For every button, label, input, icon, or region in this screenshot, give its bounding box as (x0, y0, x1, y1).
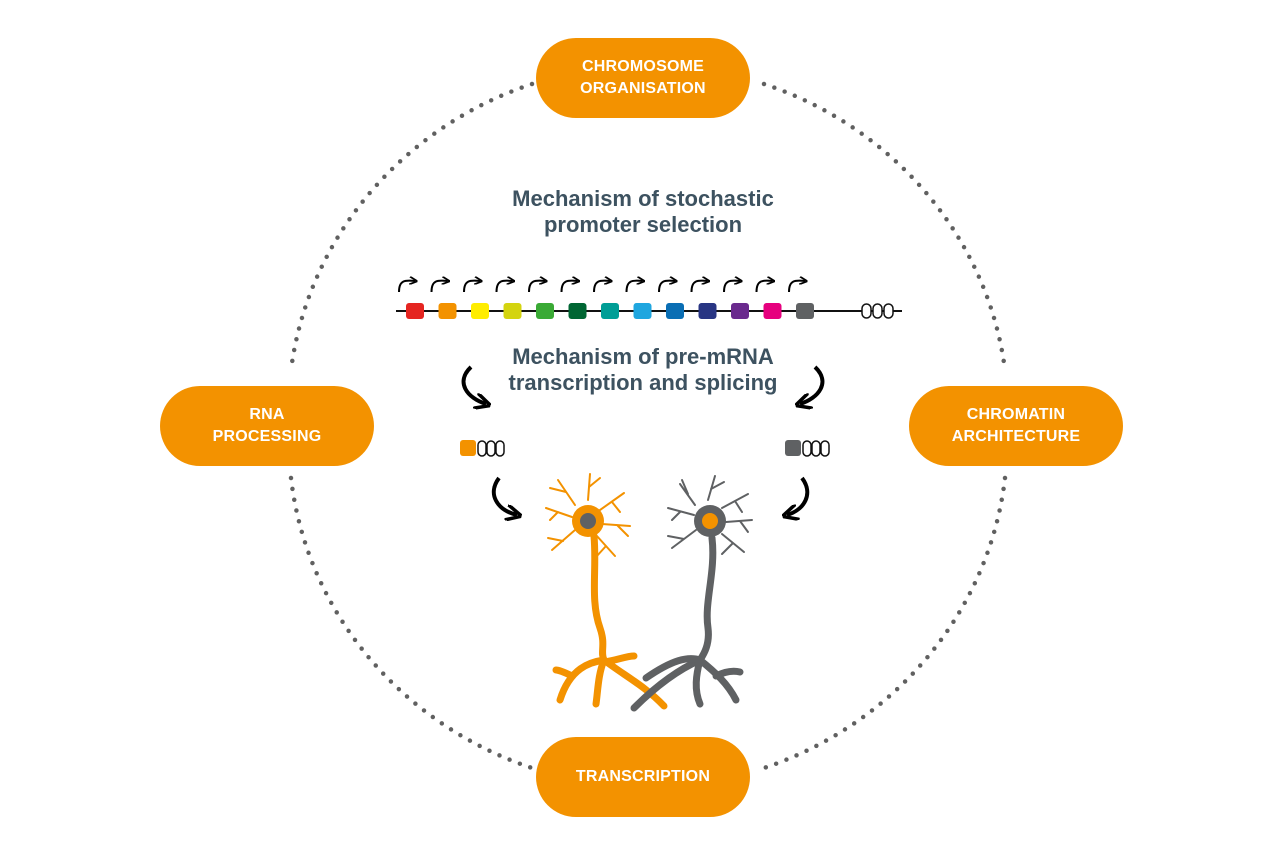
exon-box (406, 303, 424, 319)
exon-box (438, 303, 457, 319)
promoter-arrow-icon (593, 281, 610, 293)
exon-box (731, 303, 749, 319)
exon-box (471, 303, 489, 319)
heading-promoter-selection: Mechanism of stochastic promoter selecti… (443, 186, 843, 238)
node-label-line: ARCHITECTURE (951, 428, 1081, 445)
heading-line: promoter selection (543, 212, 743, 237)
promoter-arrow-icon (658, 281, 675, 293)
promoter-arrow-icon (723, 281, 740, 293)
transcript-gray (785, 440, 830, 457)
exon-box (536, 303, 554, 319)
exon-box (796, 303, 814, 319)
gene-track (396, 281, 902, 319)
promoter-arrow-icon (788, 281, 805, 293)
node-rna-processing: RNA PROCESSING (160, 386, 374, 466)
neuron-icon (630, 475, 753, 712)
node-chromatin-architecture: CHROMATIN ARCHITECTURE (909, 386, 1123, 466)
curved-arrow-icon (461, 365, 825, 515)
promoter-arrow-icon (560, 281, 578, 293)
promoter-arrow-icon (528, 281, 545, 293)
heading-line: Mechanism of stochastic (512, 186, 774, 211)
exon-box (698, 303, 717, 319)
node-transcription: TRANSCRIPTION (536, 737, 750, 817)
promoter-arrow-icon (690, 281, 708, 293)
exon-box (601, 303, 619, 319)
node-label-line: RNA (249, 406, 285, 423)
neuron-icon (545, 473, 668, 710)
transcript-orange (460, 440, 505, 457)
exon-box (633, 303, 652, 319)
node-label-line: TRANSCRIPTION (575, 768, 711, 785)
heading-transcription-splicing: Mechanism of pre-mRNA transcription and … (443, 344, 843, 396)
promoter-arrow-icon (463, 281, 480, 293)
node-chromosome-organisation: CHROMOSOME ORGANISATION (536, 38, 750, 118)
node-label-line: CHROMATIN (966, 406, 1066, 423)
node-label-line: ORGANISATION (580, 80, 706, 97)
promoter-arrow-icon (430, 281, 448, 293)
promoter-arrow-icon (755, 281, 773, 293)
exon-box (666, 303, 684, 319)
promoter-arrow-icon (495, 281, 513, 293)
promoter-arrow-icon (625, 281, 643, 293)
exon-box (763, 303, 782, 319)
exon-boxes (406, 303, 814, 319)
exon-box (503, 303, 522, 319)
heading-line: Mechanism of pre-mRNA (512, 344, 774, 369)
dotted-cycle-circle (288, 81, 1008, 771)
promoter-arrow-icon (398, 281, 415, 293)
heading-line: transcription and splicing (508, 370, 778, 395)
node-label-line: PROCESSING (212, 428, 322, 445)
node-label-line: CHROMOSOME (582, 58, 704, 75)
exon-box (568, 303, 587, 319)
downstream-exons (861, 303, 894, 319)
promoter-arrows (398, 281, 805, 293)
